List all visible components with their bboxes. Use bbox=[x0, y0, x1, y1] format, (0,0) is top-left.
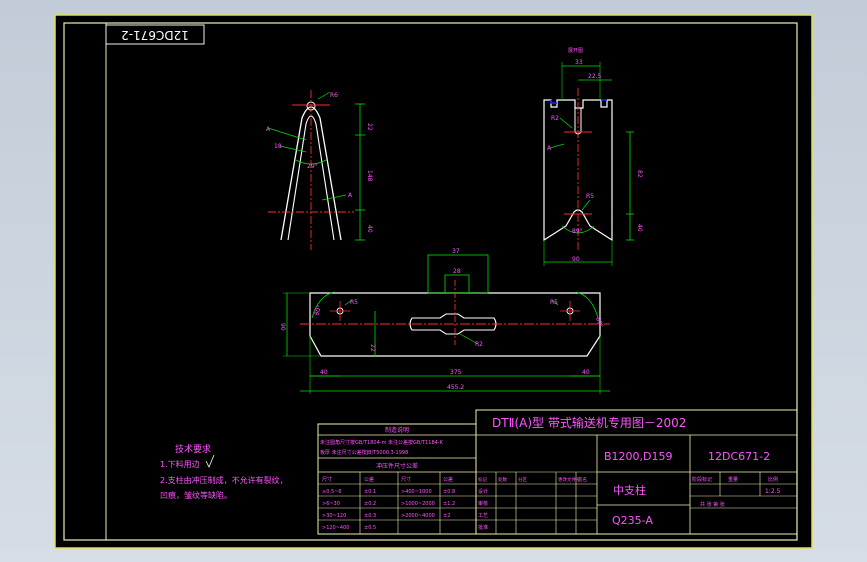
tolerance-cell: ±0.3 bbox=[364, 513, 376, 519]
blank-dim-40-right: 40 bbox=[582, 369, 590, 376]
blank-dim-22: 22 bbox=[369, 344, 376, 352]
tolerance-cell: ±0.1 bbox=[364, 489, 376, 495]
blank-dim-80-left: 80° bbox=[313, 304, 323, 316]
front-dim-40: 40 bbox=[366, 225, 373, 233]
blank-dim-total: 455.2 bbox=[447, 384, 464, 391]
mirrored-drawing-number: 12DC671-2 bbox=[121, 28, 189, 42]
tech-line-3: 凹痕，皱纹等缺陷。 bbox=[160, 490, 232, 500]
tolerance-cell: >6~30 bbox=[322, 501, 340, 507]
sheet-background bbox=[54, 14, 813, 549]
signature-header: 签名 bbox=[578, 476, 587, 483]
side-view: 展开图 33 22.5 R2 A R5 82 40 90 89° bbox=[543, 48, 643, 266]
side-note: 展开图 bbox=[568, 48, 583, 54]
side-dim-82: 82 bbox=[636, 170, 643, 178]
tolerance-cell: ±1.2 bbox=[443, 501, 455, 507]
table-note-2: 板厚 未注尺寸公差按JB/T5000.3-1998 bbox=[320, 449, 408, 456]
signature-header: 分区 bbox=[518, 476, 527, 483]
roughness-symbol bbox=[205, 454, 215, 468]
tolerance-cell: >30~120 bbox=[322, 513, 346, 519]
signature-row-label: 工艺 bbox=[478, 513, 488, 519]
part-name: 中支柱 bbox=[613, 483, 646, 497]
tolerance-rows: 尺寸 公差 尺寸 公差 ≥0.5~6 ±0.1 >400~1000 ±0.8 >6~30 ±0.2… bbox=[322, 476, 455, 531]
tolerance-cell: ±2 bbox=[443, 513, 450, 519]
sheet-label: 共 张 第 张 bbox=[700, 501, 725, 508]
tolerance-cell: >400~1000 bbox=[401, 489, 432, 495]
tolerance-cell: 尺寸 bbox=[401, 476, 411, 483]
side-dim-a: A bbox=[547, 145, 552, 152]
signature-header: 标记 bbox=[478, 476, 487, 483]
signature-row-label: 批准 bbox=[478, 524, 488, 531]
tolerance-cell: ±0.2 bbox=[364, 501, 376, 507]
tolerance-cell: ≥0.5~6 bbox=[322, 489, 342, 495]
blank-dim-r2: R2 bbox=[475, 341, 483, 348]
side-dim-90: 90 bbox=[572, 256, 580, 263]
side-outline bbox=[543, 99, 613, 242]
side-dim-angle: 89° bbox=[572, 228, 583, 235]
table-title: 制造说明 bbox=[385, 426, 409, 434]
front-dim-18: 18 bbox=[274, 143, 282, 150]
tolerance-cell: 公差 bbox=[443, 476, 453, 483]
tech-title: 技术要求 bbox=[175, 443, 211, 455]
front-dim-22: 22 bbox=[366, 123, 373, 131]
tolerance-cell: ±0.8 bbox=[443, 489, 455, 495]
front-dim-angle: 29° bbox=[307, 163, 318, 170]
spec: B1200,D159 bbox=[604, 450, 673, 463]
side-dim-40: 40 bbox=[636, 224, 643, 232]
bottom-view: 37 28 R5 R5 R2 80° 80° 90 22 375 40 40 4… bbox=[279, 248, 610, 394]
tolerance-cell: ±0.5 bbox=[364, 525, 376, 531]
blank-dim-375: 375 bbox=[450, 369, 462, 376]
front-dim-148: 148 bbox=[366, 170, 373, 182]
signature-row-label: 设计 bbox=[478, 488, 488, 495]
signature-header: 处数 bbox=[498, 476, 507, 483]
front-view: R6 22 148 40 29° A 18 A bbox=[266, 90, 373, 250]
stage-label: 阶段标记 bbox=[692, 476, 712, 483]
tolerance-cell: >120~400 bbox=[322, 525, 349, 531]
scale-label: 比例 bbox=[768, 476, 778, 483]
blank-dim-r5-left: R5 bbox=[350, 299, 358, 306]
tech-line-1: 1.下料用边 bbox=[160, 459, 200, 469]
series-title: DTⅡ(A)型 带式输送机专用图－2002 bbox=[492, 415, 686, 430]
material: Q235-A bbox=[612, 514, 653, 527]
table-title-2: 冲压件尺寸公差 bbox=[376, 462, 418, 470]
signature-header: 更改文件号 bbox=[558, 476, 581, 483]
blank-dim-90: 90 bbox=[279, 323, 286, 331]
side-dim-r2: R2 bbox=[551, 115, 559, 122]
technical-requirements: 技术要求 1.下料用边 2.支柱由冲压制成，不允许有裂纹， 凹痕，皱纹等缺陷。 bbox=[160, 443, 288, 500]
tech-line-2: 2.支柱由冲压制成，不允许有裂纹， bbox=[160, 475, 288, 485]
side-dim-33: 33 bbox=[575, 59, 583, 66]
front-angle-arc bbox=[295, 159, 327, 165]
mirrored-number-box bbox=[105, 24, 205, 45]
tolerance-cell: >2000~4000 bbox=[401, 513, 435, 519]
weight-label: 重量 bbox=[728, 476, 738, 483]
tolerance-table: 制造说明 未注圆角尺寸按GB/T1804-m 未注公差按GB/T1184-K 板… bbox=[317, 423, 477, 535]
blank-dim-40-left: 40 bbox=[320, 369, 328, 376]
tolerance-cell: 尺寸 bbox=[322, 476, 332, 483]
tolerance-cell: 公差 bbox=[364, 476, 374, 483]
tolerance-cell: >1000~2000 bbox=[401, 501, 435, 507]
drawing-number: 12DC671-2 bbox=[708, 450, 770, 463]
scale-value: 1:2.5 bbox=[765, 488, 781, 495]
table-note-1: 未注圆角尺寸按GB/T1804-m 未注公差按GB/T1184-K bbox=[320, 439, 444, 446]
signature-row-label: 审核 bbox=[478, 500, 488, 507]
dim-28-box bbox=[444, 274, 470, 294]
front-dim-r6: R6 bbox=[330, 92, 338, 99]
front-dim-a2: A bbox=[348, 192, 353, 199]
blank-dim-r5-right: R5 bbox=[550, 299, 558, 306]
side-dim-r5: R5 bbox=[586, 193, 594, 200]
blank-dim-28: 28 bbox=[453, 268, 461, 275]
blank-dim-37: 37 bbox=[452, 248, 460, 255]
front-section-a: A bbox=[266, 126, 271, 133]
binding-margin bbox=[105, 22, 798, 541]
side-dim-22-5: 22.5 bbox=[588, 73, 602, 80]
blank-dim-80-right: 80° bbox=[594, 316, 604, 328]
